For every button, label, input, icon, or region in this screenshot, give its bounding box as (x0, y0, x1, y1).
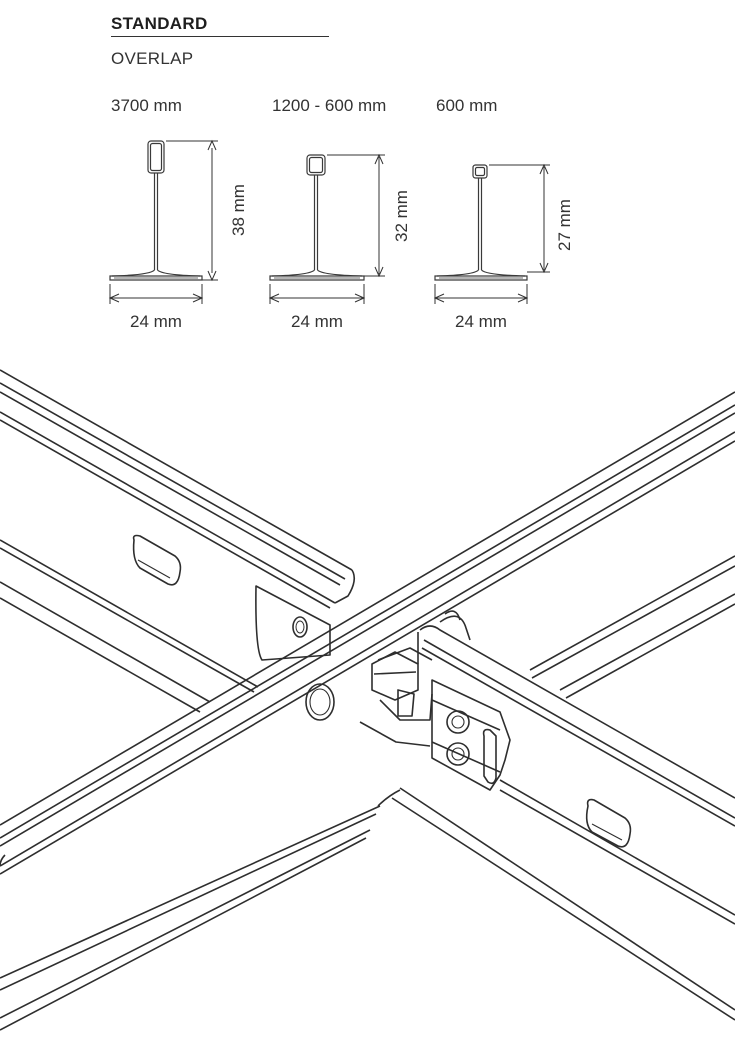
profile-3-height-label: 27 mm (555, 199, 574, 251)
main-runner (0, 391, 735, 1031)
profile-1-height-label: 38 mm (229, 184, 248, 236)
profile-3-cross-section (434, 164, 528, 281)
profile-2-cross-section (269, 154, 365, 281)
profile-2-width-label: 24 mm (291, 312, 343, 331)
profile-3-length-label: 600 mm (436, 96, 498, 115)
rear-right-tee (439, 555, 735, 699)
front-right-cross-tee (377, 625, 735, 1021)
title-underline (111, 36, 329, 37)
profile-1-width-label: 24 mm (130, 312, 182, 331)
rear-left-tee (0, 369, 356, 713)
section-title: STANDARD (111, 14, 208, 33)
profile-3-dimensions (433, 163, 550, 304)
profile-1-dimensions (108, 139, 218, 304)
profile-2-height-label: 32 mm (392, 190, 411, 242)
profile-1-cross-section (109, 140, 203, 281)
section-subtitle: OVERLAP (111, 49, 194, 68)
overlap-joint-illustration (0, 369, 735, 1031)
profile-3-width-label: 24 mm (455, 312, 507, 331)
profile-1-length-label: 3700 mm (111, 96, 182, 115)
profile-2-length-label: 1200 - 600 mm (272, 96, 387, 115)
profile-2-dimensions (268, 153, 385, 304)
connector-clip (359, 647, 511, 791)
